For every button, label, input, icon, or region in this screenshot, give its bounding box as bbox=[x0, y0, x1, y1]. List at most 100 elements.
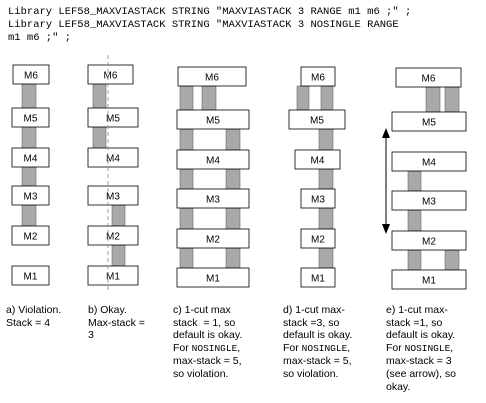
metal-label-m6: M6 bbox=[104, 71, 118, 82]
metal-label-m6: M6 bbox=[422, 74, 436, 85]
caption-line: stack =1, so bbox=[386, 317, 456, 330]
via-cut bbox=[179, 207, 194, 230]
caption-line: okay. bbox=[386, 381, 456, 394]
via-cut bbox=[92, 126, 107, 149]
via-cut bbox=[444, 86, 460, 113]
metal-label-m5: M5 bbox=[422, 118, 436, 129]
via-cut bbox=[179, 85, 194, 111]
metal-label-m3: M3 bbox=[422, 197, 436, 208]
metal-box-m6 bbox=[12, 64, 50, 85]
via-cut bbox=[318, 128, 334, 151]
caption-line: c) 1-cut max bbox=[173, 304, 242, 317]
caption-keyword: NOSINGLE bbox=[301, 342, 348, 354]
metal-label-m2: M2 bbox=[24, 232, 38, 243]
caption-keyword: NOSINGLE bbox=[404, 342, 451, 354]
caption-b: b) Okay.Max-stack =3 bbox=[88, 304, 145, 342]
caption-text: default is okay. bbox=[173, 329, 243, 342]
caption-text: stack =1, so bbox=[386, 316, 443, 329]
caption-a: a) Violation.Stack = 4 bbox=[6, 304, 61, 329]
caption-line: e) 1-cut max- bbox=[386, 304, 456, 317]
caption-text: max-stack = 5, bbox=[283, 355, 352, 368]
caption-line: For NOSINGLE, bbox=[283, 342, 352, 356]
caption-text: so violation. bbox=[283, 367, 339, 380]
caption-line: 3 bbox=[88, 329, 145, 342]
metal-box-m5 bbox=[87, 107, 139, 128]
metal-box-m3 bbox=[87, 185, 139, 206]
caption-text: max-stack = 3 bbox=[386, 355, 452, 368]
via-cut bbox=[225, 247, 241, 269]
metal-box-m4 bbox=[176, 149, 250, 170]
caption-line: stack = 1, so bbox=[173, 317, 242, 330]
caption-text: 3 bbox=[88, 329, 94, 342]
metal-box-m3 bbox=[176, 188, 250, 209]
caption-line: max-stack = 5, bbox=[173, 355, 242, 368]
metal-box-m1 bbox=[391, 269, 467, 290]
caption-text: default is okay. bbox=[386, 329, 456, 342]
caption-line: For NOSINGLE, bbox=[173, 342, 242, 356]
caption-line: default is okay. bbox=[283, 329, 352, 342]
metal-label-m2: M2 bbox=[422, 237, 436, 248]
metal-box-m2 bbox=[11, 225, 50, 246]
metal-box-m5 bbox=[176, 109, 250, 130]
via-cut bbox=[201, 85, 217, 111]
metal-box-m5 bbox=[391, 111, 467, 132]
caption-text: , bbox=[450, 341, 454, 354]
metal-box-m4 bbox=[391, 151, 467, 172]
metal-label-m1: M1 bbox=[206, 274, 220, 285]
via-cut bbox=[179, 247, 194, 269]
code-line-3: m1 m6 ;" ; bbox=[8, 32, 72, 44]
caption-text: Max-stack = bbox=[88, 316, 145, 329]
caption-text: For bbox=[173, 341, 192, 354]
metal-label-m4: M4 bbox=[24, 154, 38, 165]
caption-line: d) 1-cut max- bbox=[283, 304, 352, 317]
caption-line: stack =3, so bbox=[283, 317, 352, 330]
caption-text: (see arrow), so bbox=[386, 367, 457, 380]
metal-label-m5: M5 bbox=[24, 114, 38, 125]
metal-label-m3: M3 bbox=[24, 192, 38, 203]
via-cut bbox=[225, 128, 241, 151]
metal-label-m2: M2 bbox=[206, 235, 220, 246]
metal-label-m1: M1 bbox=[311, 274, 325, 285]
code-line-2: Library LEF58_MAXVIASTACK STRING "MAXVIA… bbox=[8, 19, 399, 31]
via-cut bbox=[21, 83, 37, 109]
metal-box-m1 bbox=[11, 265, 50, 286]
metal-box-m5 bbox=[288, 109, 346, 130]
via-cut bbox=[92, 83, 107, 109]
metal-box-m1 bbox=[87, 265, 139, 286]
caption-line: default is okay. bbox=[386, 329, 456, 342]
caption-text: stack = 1, so bbox=[173, 316, 236, 329]
via-cut bbox=[21, 204, 37, 227]
via-cut bbox=[225, 207, 241, 230]
caption-text: , bbox=[347, 341, 351, 354]
caption-line: max-stack = 5, bbox=[283, 355, 352, 368]
via-cut bbox=[407, 209, 422, 232]
caption-line: For NOSINGLE, bbox=[386, 342, 456, 356]
metal-label-m6: M6 bbox=[24, 71, 38, 82]
metal-label-m5: M5 bbox=[106, 114, 120, 125]
metal-box-m6 bbox=[300, 66, 336, 87]
metal-box-m1 bbox=[300, 267, 336, 288]
code-line-1: Library LEF58_MAXVIASTACK STRING "MAXVIA… bbox=[8, 6, 412, 18]
metal-label-m4: M4 bbox=[206, 156, 220, 167]
metal-label-m2: M2 bbox=[311, 235, 325, 246]
metal-box-m5 bbox=[11, 107, 50, 128]
metal-box-m2 bbox=[300, 228, 336, 249]
metal-label-m1: M1 bbox=[24, 272, 38, 283]
via-cut bbox=[318, 247, 334, 269]
via-cut bbox=[407, 170, 422, 192]
caption-line: max-stack = 3 bbox=[386, 355, 456, 368]
metal-box-m3 bbox=[391, 190, 467, 211]
metal-label-m4: M4 bbox=[106, 154, 120, 165]
metal-box-m4 bbox=[11, 147, 50, 168]
via-cut bbox=[296, 85, 310, 111]
via-cut bbox=[318, 207, 334, 230]
caption-text: stack =3, so bbox=[283, 316, 340, 329]
metal-box-m2 bbox=[391, 230, 467, 251]
metal-label-m1: M1 bbox=[422, 276, 436, 287]
caption-line: Max-stack = bbox=[88, 317, 145, 330]
caption-text: a) Violation. bbox=[6, 304, 62, 316]
metal-box-m4 bbox=[294, 149, 341, 170]
metal-label-m3: M3 bbox=[311, 195, 325, 206]
metal-label-m5: M5 bbox=[310, 116, 324, 127]
